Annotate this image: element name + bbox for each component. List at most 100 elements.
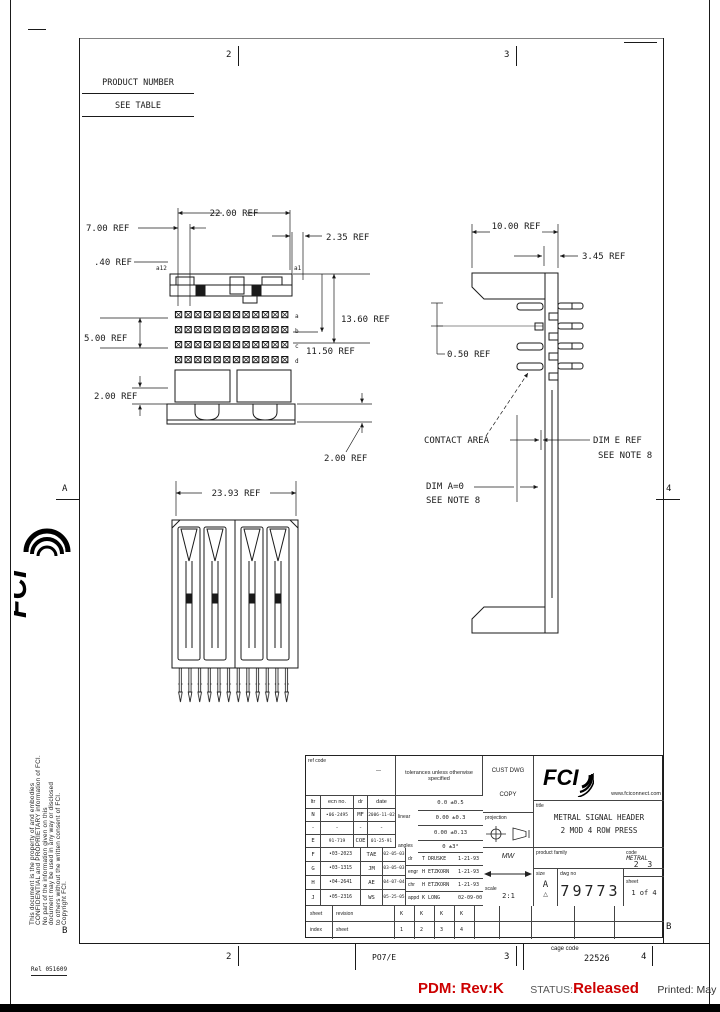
form-code: PO7/E xyxy=(372,953,397,962)
size-label: size xyxy=(536,871,545,877)
rev-cell: H xyxy=(306,876,321,890)
dim-10-00-ref: 10.00 REF xyxy=(492,222,541,232)
zone-bottom-4: 4 xyxy=(641,952,647,962)
inner-border-top xyxy=(79,38,664,39)
dwg-no-cell: dwg no 79773 xyxy=(558,869,624,906)
rev-cell: - xyxy=(354,822,368,835)
drawing-views: 22.00 REF 7.00 REF 2.35 REF .40 REF 13.6… xyxy=(84,208,652,716)
cage-code-value: 22526 xyxy=(584,954,610,964)
zone-right-b: B xyxy=(666,922,672,932)
zone-left-b: B xyxy=(62,926,68,936)
rev-cell: •04-2641 xyxy=(321,876,361,890)
scale-value: 2:1 xyxy=(502,892,515,900)
approval-row-dr: dr T DRUSKE 1-21-93 xyxy=(406,853,483,866)
tick xyxy=(238,946,239,966)
dim-a-note: SEE NOTE 8 xyxy=(426,496,480,506)
dwg-no-label: dwg no xyxy=(560,871,577,877)
approval-name: H ETZKORN xyxy=(422,882,450,888)
title-block: ref code — ltr ecn no. dr date N •06-249… xyxy=(305,755,664,939)
contact-area-label: CONTACT AREA xyxy=(424,436,490,446)
approval-name: H ETZKORN xyxy=(422,869,450,875)
sheet-value: 1 of 4 xyxy=(631,889,657,897)
zone-bottom-3: 3 xyxy=(504,952,510,962)
dim-a-label: DIM A=0 xyxy=(426,482,464,492)
rev-cell: AE xyxy=(361,876,383,890)
tick xyxy=(238,46,239,66)
top-view-dims xyxy=(100,208,372,453)
rev-cell: 2006-11-02 xyxy=(368,809,396,822)
approval-role: engr xyxy=(408,869,419,875)
mw-mark: MW xyxy=(501,853,515,860)
dim-23-93-ref: 23.93 REF xyxy=(212,489,261,499)
product-family-label: product family xyxy=(536,850,568,856)
zone-bottom-2: 2 xyxy=(226,952,232,962)
tolerances-header: tolerances unless otherwise specified xyxy=(396,756,483,796)
third-angle-projection-icon xyxy=(486,826,530,842)
sheet-revision-row: sheet revision K K K K xyxy=(306,906,664,922)
size-value: A xyxy=(542,880,549,890)
rev-cell: - xyxy=(321,822,354,835)
website-link: www.fciconnect.com xyxy=(611,791,661,797)
rev-cell: •03-2023 xyxy=(321,848,361,862)
index-value: 4 xyxy=(460,927,464,933)
inner-border-bottom xyxy=(79,943,710,944)
linear-label: linear xyxy=(398,814,411,820)
cust-dwg-line1: CUST DWG xyxy=(491,768,525,774)
pin-row-label-a: a xyxy=(295,313,299,320)
dim-3-45-ref: 3.45 REF xyxy=(582,252,625,262)
code-cell: code 2 3 xyxy=(624,848,664,877)
rev-cell: - xyxy=(368,822,396,835)
projection-label: projection xyxy=(485,815,507,821)
approval-row-chr: chr H ETZKORN 1-21-93 xyxy=(406,879,483,892)
tol-row: 0.00 ±0.3 xyxy=(418,811,483,826)
zone-top-2: 2 xyxy=(226,50,232,60)
dim-2-00-ref-bottom: 2.00 REF xyxy=(324,454,367,464)
rev-cell: •05-2316 xyxy=(321,890,361,906)
scale-cell: MW scale 2:1 xyxy=(483,848,534,906)
rev-cell: 01-25-91 xyxy=(368,835,396,848)
index-sheet-row: index sheet 1 2 3 4 xyxy=(306,922,664,939)
rel-stamp: Rel 051609 xyxy=(31,966,68,976)
sheet-label: sheet xyxy=(626,879,639,885)
tol-angles: 0 ±3° xyxy=(418,841,483,853)
rev-cell: 04-07-04 xyxy=(383,876,406,890)
approval-date: 1-21-93 xyxy=(458,882,480,888)
side-view-dims xyxy=(431,224,590,502)
drawing-title-line1: METRAL SIGNAL HEADER xyxy=(553,813,645,822)
pin-row-label-c: c xyxy=(295,343,299,350)
tick xyxy=(516,46,517,66)
rev-cell: F xyxy=(306,848,321,862)
title-cell: title METRAL SIGNAL HEADER 2 MOD 4 ROW P… xyxy=(534,801,664,848)
rev-header-date: date xyxy=(368,796,396,809)
index-value: 2 xyxy=(420,927,424,933)
approval-role: dr xyxy=(408,856,413,862)
rev-cell: •06-2495 xyxy=(321,809,354,822)
sheet-cell: sheet 1 of 4 xyxy=(624,877,664,906)
revision-value: K xyxy=(400,911,404,917)
bottom-scan-bar xyxy=(0,1004,720,1012)
side-view-drawing xyxy=(437,272,584,634)
pdm-rev: PDM: Rev:K xyxy=(418,980,504,997)
tol-row: 0.0 ±0.5 xyxy=(418,796,483,811)
approval-name: K LONG xyxy=(422,895,441,901)
rev-cell: COE xyxy=(354,835,368,848)
zone-right-4: 4 xyxy=(666,484,672,494)
pdm-status-label: STATUS: xyxy=(530,984,574,996)
brand-cell: FCI www.fciconnect.com xyxy=(534,756,664,801)
dim-7-00-ref: 7.00 REF xyxy=(86,224,129,234)
approval-date: 1-21-93 xyxy=(458,869,480,875)
rev-cell: J xyxy=(306,890,321,906)
tick xyxy=(56,499,79,500)
code-label: code xyxy=(626,850,637,856)
rev-cell: MF xyxy=(354,809,368,822)
revision-triangle-icon: △ xyxy=(543,892,548,898)
product-number-label: PRODUCT NUMBER xyxy=(82,78,194,94)
revision-value: K xyxy=(460,911,464,917)
cage-code-label: cage code xyxy=(551,946,579,952)
dim-0-50-ref: 0.50 REF xyxy=(447,350,490,360)
row-sheet2-label: sheet xyxy=(336,927,349,933)
fci-side-logo-text: FCI xyxy=(14,569,33,618)
pdm-printed-date: Printed: May 16, 2009 xyxy=(657,984,720,996)
product-number-box: PRODUCT NUMBER SEE TABLE xyxy=(82,78,194,117)
revision-value: K xyxy=(420,911,424,917)
